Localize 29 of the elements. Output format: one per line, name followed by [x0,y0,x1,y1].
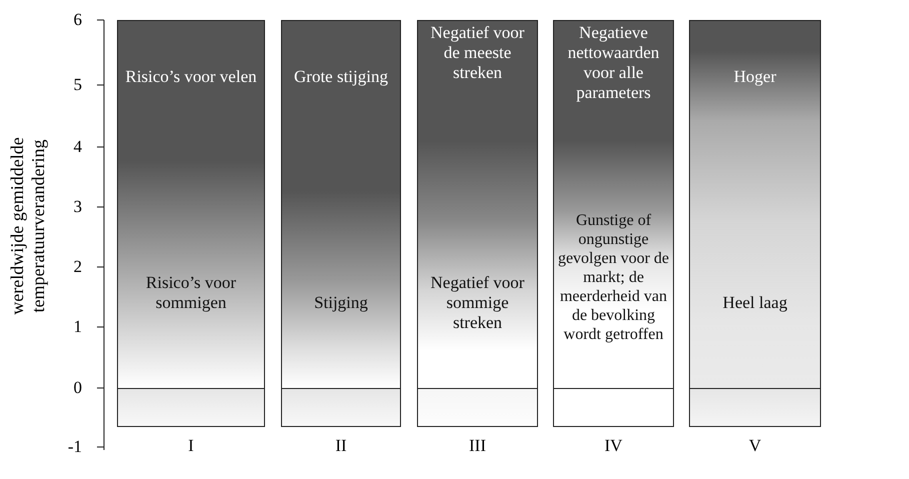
ember-bar [117,20,265,427]
tick-label: 4 [72,137,82,157]
bar-text: Hoger [732,67,778,87]
bar-text: Heel laag [722,293,788,313]
bar-text: Gunstige of ongunstige gevolgen voor de markt; de meerderheid van de bevolking wordt getroffen [556,211,670,344]
bar-text: Negatief voor sommige streken [430,273,526,333]
bar-text: Risico’s voor sommigen [144,273,238,313]
column-label: II [334,436,348,456]
axis-title: wereldwijde gemiddelde temperatuurverandering [7,136,49,317]
column-label: IV [604,436,624,456]
tick-label: 2 [72,257,82,277]
column-label: V [748,436,762,456]
column-label: I [187,436,195,456]
bar-text: Stijging [313,293,369,313]
bar-text: Negatieve nettowaarden voor alle parameters [566,23,660,103]
tick-label: 6 [72,10,82,30]
ember-bar [417,20,538,427]
ember-bar [281,20,401,427]
ember-bar [553,20,674,427]
tick-label: 0 [72,378,82,398]
ember-bar [689,20,821,427]
bar-text: Grote stijging [293,67,389,87]
tick-label: -1 [66,437,82,457]
tick-label: 5 [72,75,82,95]
tick-label: 3 [72,197,82,217]
bar-text: Negatief voor de meeste streken [430,23,526,83]
column-label: III [468,436,487,456]
tick-label: 1 [72,317,82,337]
bar-text: Risico’s voor velen [124,67,258,87]
